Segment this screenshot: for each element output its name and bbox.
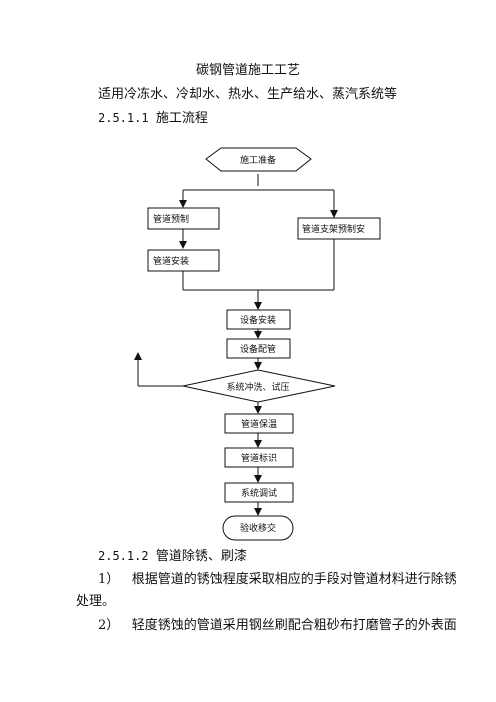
- node-commissioning-box: [224, 482, 294, 503]
- node-flush-test-label: 系统冲洗、试压: [226, 381, 289, 393]
- paragraph-1-continuation: 处理。: [76, 594, 116, 609]
- node-handover-label: 验收移交: [240, 522, 276, 534]
- section-number: 2.5.1.2: [98, 549, 149, 563]
- node-marking-label: 管道标识: [241, 452, 277, 464]
- node-commissioning-label: 系统调试: [241, 487, 277, 499]
- node-equip-piping-label: 设备配管: [240, 343, 276, 355]
- node-support-label: 管道支架预制安: [302, 223, 365, 235]
- section-number: 2.5.1.1: [98, 111, 149, 125]
- paragraph-text: 根据管道的锈蚀程度采取相应的手段对管道材料进行除锈: [131, 572, 457, 587]
- node-equip-install-label: 设备安装: [240, 314, 276, 326]
- node-insulation-label: 管道保温: [241, 418, 277, 430]
- node-support-box: [297, 217, 381, 240]
- section-heading-1: 2.5.1.1 施工流程: [98, 110, 208, 127]
- paragraph-2: 2） 轻度锈蚀的管道采用钢丝刷配合粗砂布打磨管子的外表面: [98, 618, 457, 634]
- node-start-label: 施工准备: [240, 154, 276, 166]
- node-prefab-label: 管道预制: [153, 213, 189, 225]
- section-title: 施工流程: [155, 111, 208, 126]
- list-marker: 1）: [98, 572, 120, 587]
- node-install-label: 管道安装: [153, 255, 189, 267]
- start-node-shape: [205, 147, 312, 172]
- node-insulation-box: [224, 413, 294, 434]
- scope-line: 适用冷冻水、冷却水、热水、生产给水、蒸汽系统等: [98, 87, 398, 102]
- document-title: 碳钢管道施工工艺: [195, 63, 300, 78]
- list-marker: 2）: [98, 618, 120, 633]
- node-handover-box: [222, 515, 294, 541]
- section-heading-2: 2.5.1.2 管道除锈、刷漆: [98, 548, 247, 565]
- paragraph-text: 轻度锈蚀的管道采用钢丝刷配合粗砂布打磨管子的外表面: [131, 618, 457, 633]
- paragraph-1: 1） 根据管道的锈蚀程度采取相应的手段对管道材料进行除锈: [98, 572, 457, 588]
- section-title: 管道除锈、刷漆: [155, 549, 247, 564]
- node-marking-box: [224, 447, 294, 468]
